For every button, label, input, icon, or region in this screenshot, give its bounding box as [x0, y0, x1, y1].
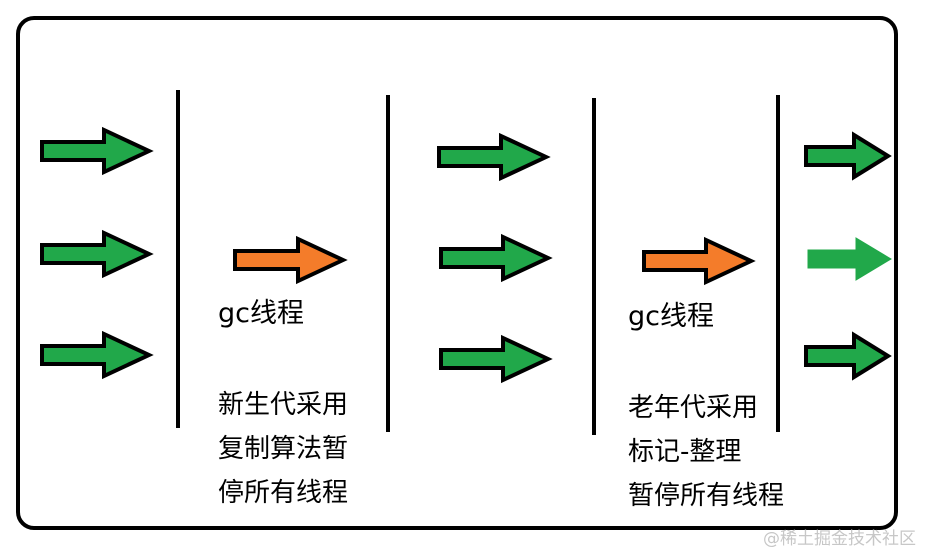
- gc-thread-arrow: [642, 236, 756, 286]
- app-thread-arrow: [804, 331, 892, 381]
- app-thread-arrow: [439, 233, 553, 283]
- app-thread-arrow: [40, 229, 154, 279]
- diagram-frame: [16, 16, 898, 530]
- desc-line: 暂停所有线程: [628, 481, 785, 511]
- desc-line: 新生代采用: [218, 390, 349, 420]
- watermark: @稀土掘金技术社区: [763, 529, 916, 549]
- desc-line: 停所有线程: [218, 478, 349, 508]
- app-thread-arrow: [439, 334, 553, 384]
- gc-thread-label-1: gc线程: [218, 298, 304, 329]
- app-thread-arrow: [40, 126, 154, 176]
- app-thread-arrow: [40, 330, 154, 380]
- app-thread-arrow: [804, 131, 892, 181]
- young-gen-description: 新生代采用 复制算法暂 停所有线程: [218, 383, 348, 515]
- desc-line: 标记-整理: [628, 437, 742, 467]
- desc-line: 老年代采用: [628, 393, 759, 423]
- app-thread-arrow: [437, 132, 551, 182]
- gc-thread-arrow: [233, 235, 348, 285]
- old-gen-description: 老年代采用 标记-整理 暂停所有线程: [628, 386, 784, 518]
- app-thread-arrow: [807, 237, 892, 281]
- desc-line: 复制算法暂: [218, 434, 349, 464]
- gc-thread-label-2: gc线程: [628, 301, 714, 332]
